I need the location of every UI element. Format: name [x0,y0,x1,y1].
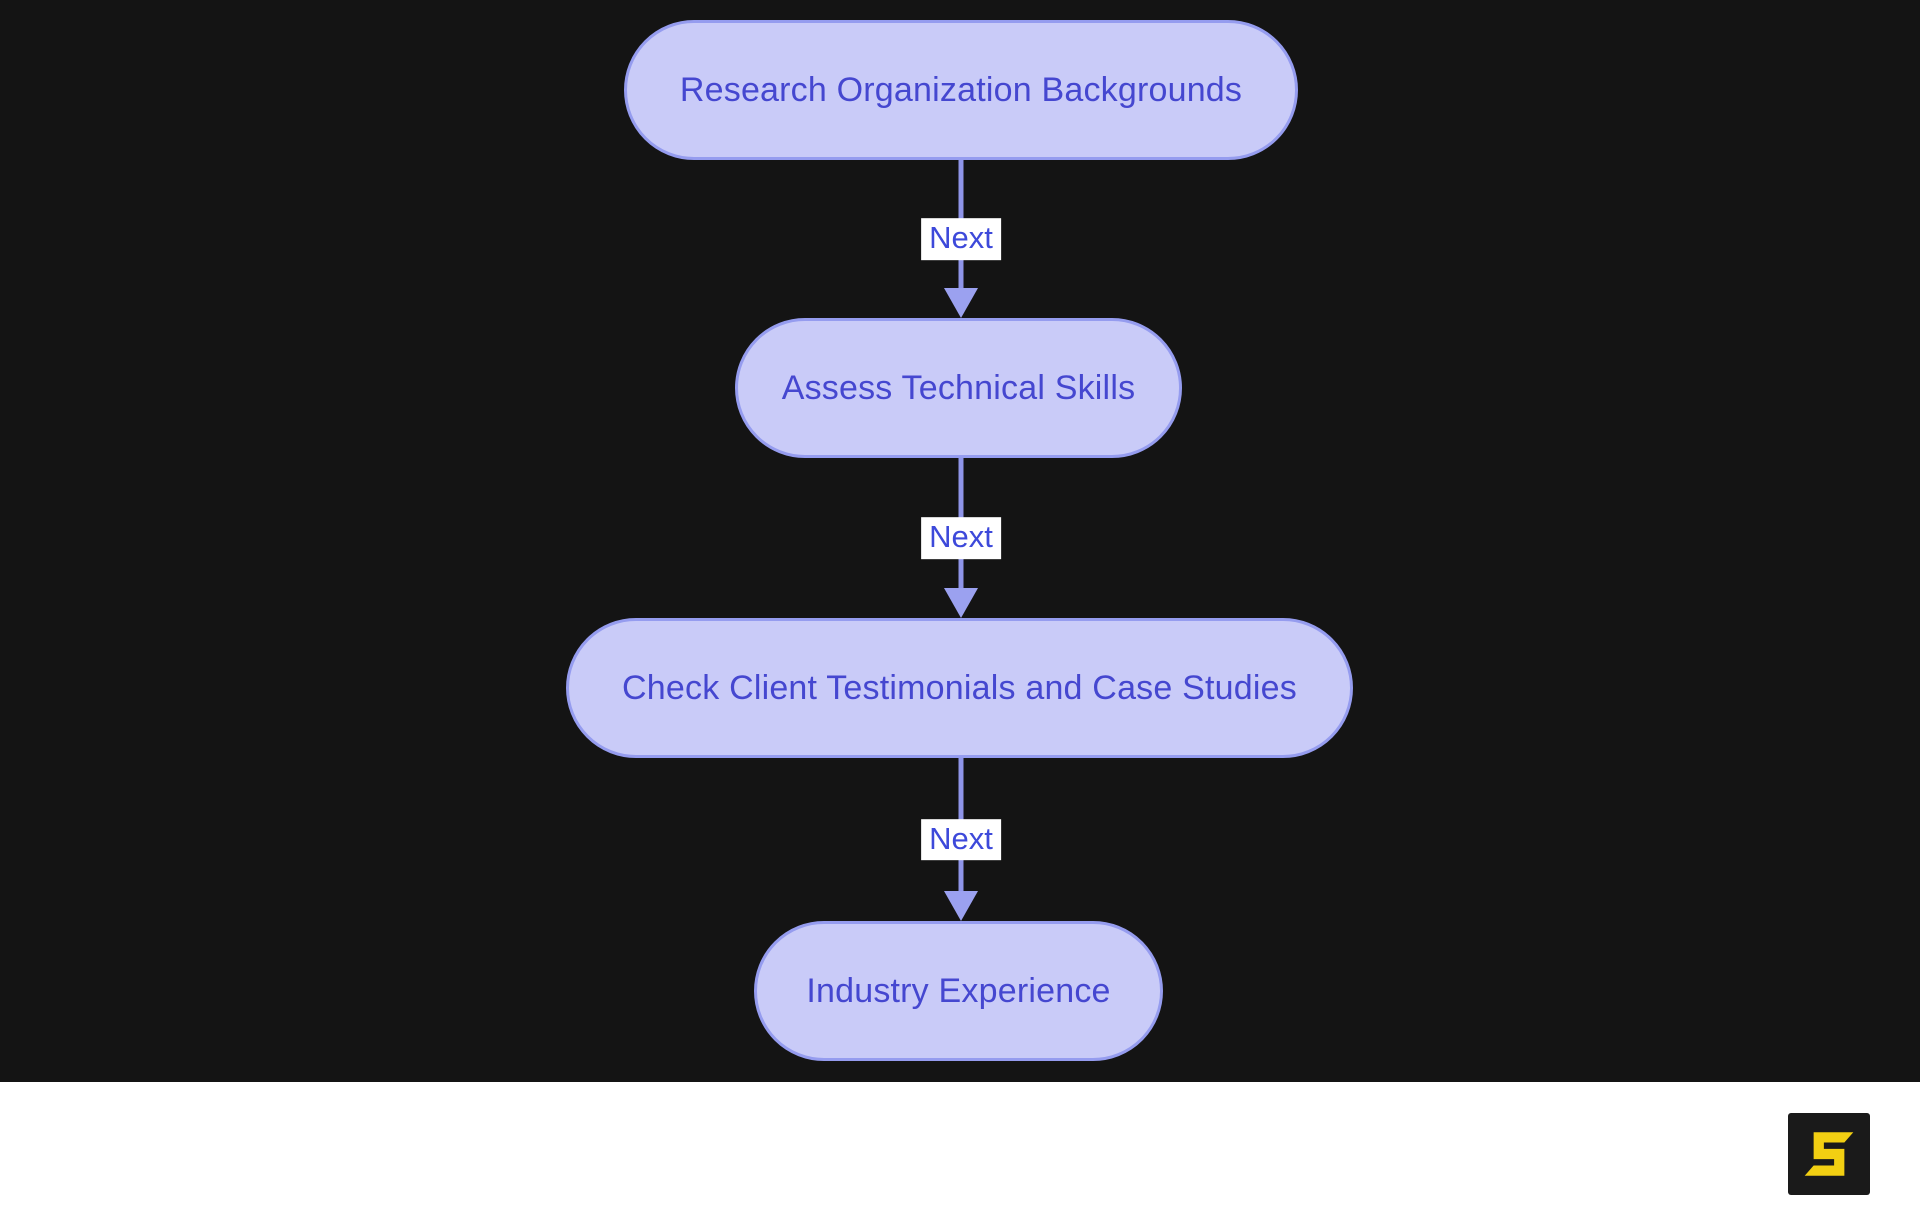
edge-label-next-1: Next [921,218,1001,260]
flow-edge-1: Next [901,160,1021,318]
arrowhead-icon [944,288,978,318]
diagram-area: Research Organization Backgrounds Next A… [0,0,1920,1082]
edge-label-next-2: Next [921,517,1001,559]
edge-label-next-3: Next [921,818,1001,861]
arrowhead-icon [944,588,978,618]
arrowhead-icon [944,891,978,921]
brand-logo [1788,1113,1870,1195]
flow-node-check-testimonials-label: Check Client Testimonials and Case Studi… [622,668,1297,707]
flow-node-research-label: Research Organization Backgrounds [679,70,1243,109]
flow-node-check-testimonials: Check Client Testimonials and Case Studi… [566,618,1353,758]
flow-edge-2: Next [901,458,1021,618]
flow-node-industry: Industry Experience [754,921,1163,1061]
flow-node-research: Research Organization Backgrounds [624,20,1298,160]
footer-strip [0,1082,1920,1215]
flow-node-assess: Assess Technical Skills [735,318,1182,458]
brand-logo-s-icon [1804,1132,1854,1176]
flow-edge-3: Next [901,758,1021,921]
flow-node-assess-label: Assess Technical Skills [781,368,1136,407]
flow-node-industry-label: Industry Experience [806,971,1111,1010]
